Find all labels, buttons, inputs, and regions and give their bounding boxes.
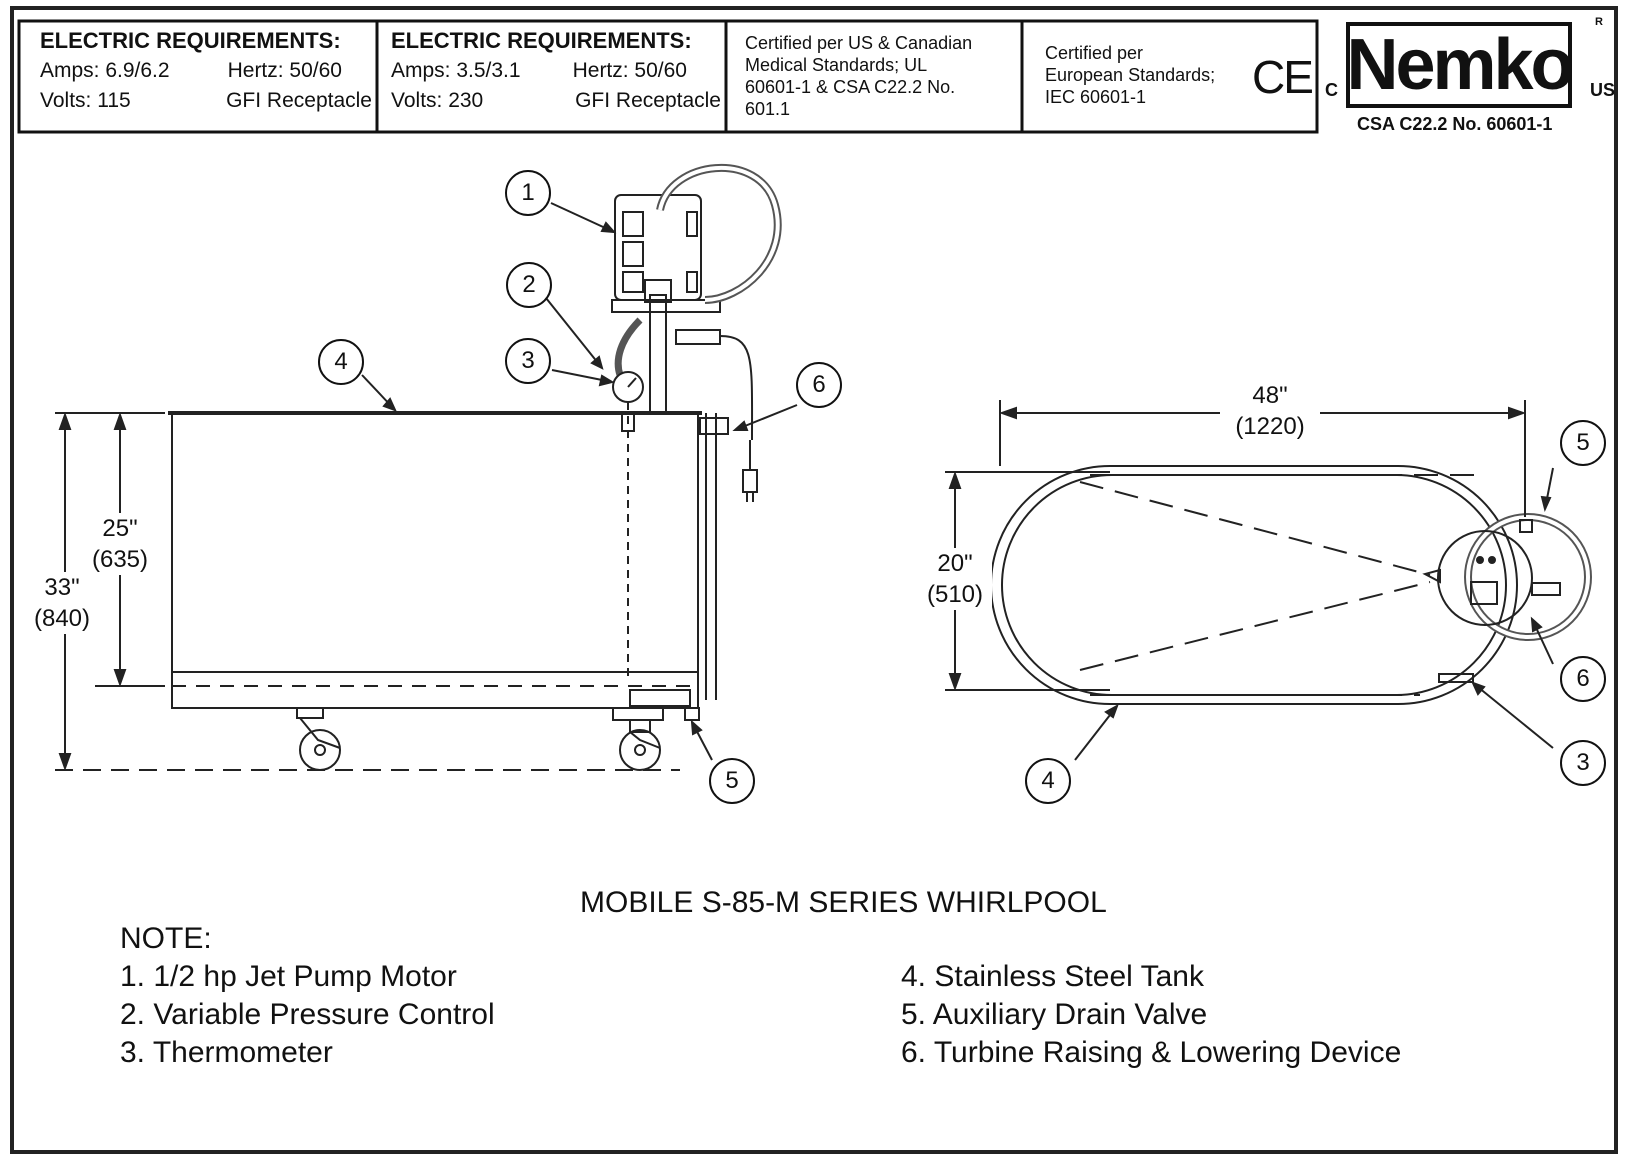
receptacle-value: GFI Receptacle (226, 89, 372, 112)
thermometer-top (1438, 673, 1474, 683)
header-table-border (17, 19, 1319, 134)
raising-device (675, 329, 721, 345)
hertz-value: Hertz: 50/60 (572, 59, 687, 82)
note-item: 5. Auxiliary Drain Valve (901, 998, 1208, 1031)
dim-metric: (635) (91, 546, 149, 573)
dim-metric: (510) (926, 581, 984, 608)
dim-length: 48" (1220) (1220, 380, 1320, 442)
nemko-logo: Nemko (1346, 22, 1575, 108)
notes-heading: NOTE: (120, 922, 212, 955)
amps-value: Amps: 3.5/3.1 (391, 59, 521, 82)
dim-imperial: 25" (102, 515, 138, 542)
callout-4: 4 (318, 339, 364, 385)
plug (742, 469, 758, 493)
tank-inner (1001, 474, 1507, 696)
volts-value: Volts: 230 (391, 89, 484, 112)
leader-top-3 (1472, 682, 1554, 749)
us-canada-certification: Certified per US & Canadian Medical Stan… (745, 32, 1015, 120)
nemko-us-letter: US (1590, 80, 1616, 100)
callout-6: 6 (1560, 656, 1606, 702)
dim-imperial: 48" (1252, 382, 1288, 409)
note-item: 2. Variable Pressure Control (120, 998, 495, 1031)
electric-requirements-230v: ELECTRIC REQUIREMENTS: Amps: 3.5/3.1 Hert… (391, 26, 721, 116)
callout-5: 5 (1560, 420, 1606, 466)
tank-outer (990, 465, 1518, 705)
note-item: 6. Turbine Raising & Lowering Device (901, 1036, 1402, 1069)
note-item: 4. Stainless Steel Tank (901, 960, 1204, 993)
drain-valve (629, 689, 691, 707)
dim-tank-height: 25" (635) (80, 513, 160, 575)
tank-outline (171, 412, 699, 709)
column-collar (644, 279, 672, 303)
dim-width: 20" (510) (918, 548, 992, 610)
raising-device-top (1531, 582, 1561, 596)
electric-requirements-title: ELECTRIC REQUIREMENTS: (391, 28, 692, 53)
cert-line: Certified per US & Canadian (745, 33, 973, 53)
hose-loop (656, 163, 782, 304)
cert-line: IEC 60601-1 (1045, 87, 1147, 107)
ce-mark-icon: CE (1252, 51, 1314, 103)
callout-3: 3 (505, 338, 551, 384)
cert-line: 60601-1 & CSA C22.2 No. (745, 77, 956, 97)
dim-total-height: 33" (840) (22, 572, 102, 634)
nemko-registered-mark: R (1595, 16, 1603, 28)
leader-2 (545, 297, 603, 369)
nemko-standard: CSA C22.2 No. 60601-1 (1357, 114, 1553, 134)
volts-value: Volts: 115 (40, 89, 131, 112)
callout-6: 6 (796, 362, 842, 408)
dim-metric: (840) (33, 605, 91, 632)
receptacle-value: GFI Receptacle (575, 89, 721, 112)
motor-top (1437, 530, 1533, 626)
amps-value: Amps: 6.9/6.2 (40, 59, 170, 82)
side-view (55, 163, 798, 771)
cert-line: Certified per (1045, 43, 1144, 63)
callout-4: 4 (1025, 758, 1071, 804)
note-item: 3. Thermometer (120, 1036, 333, 1069)
dim-metric: (1220) (1235, 413, 1305, 440)
motor-body (614, 194, 702, 301)
note-item: 1. 1/2 hp Jet Pump Motor (120, 960, 457, 993)
electric-requirements-115v: ELECTRIC REQUIREMENTS: Amps: 6.9/6.2 Hert… (40, 26, 372, 116)
cert-line: 601.1 (745, 99, 791, 119)
raising-clamp (699, 417, 729, 435)
motor-base (611, 299, 721, 313)
dim-imperial: 20" (937, 550, 973, 577)
caster-left (296, 707, 341, 771)
drawing-title: MOBILE S-85-M SERIES WHIRLPOOL (580, 886, 1107, 919)
callout-2: 2 (506, 262, 552, 308)
eu-certification: Certified per European Standards; IEC 60… (1045, 42, 1245, 108)
turbine-column (649, 294, 667, 414)
caster-right (612, 707, 664, 771)
drawing-sheet (10, 6, 1618, 1154)
nemko-c-letter: C (1325, 80, 1338, 100)
top-view (945, 400, 1592, 761)
callout-1: 1 (505, 170, 551, 216)
hertz-value: Hertz: 50/60 (227, 59, 342, 82)
callout-3: 3 (1560, 740, 1606, 786)
callout-5: 5 (709, 758, 755, 804)
dim-imperial: 33" (44, 574, 80, 601)
cert-line: Medical Standards; UL (745, 55, 928, 75)
electric-requirements-title: ELECTRIC REQUIREMENTS: (40, 28, 341, 53)
cert-line: European Standards; (1045, 65, 1216, 85)
